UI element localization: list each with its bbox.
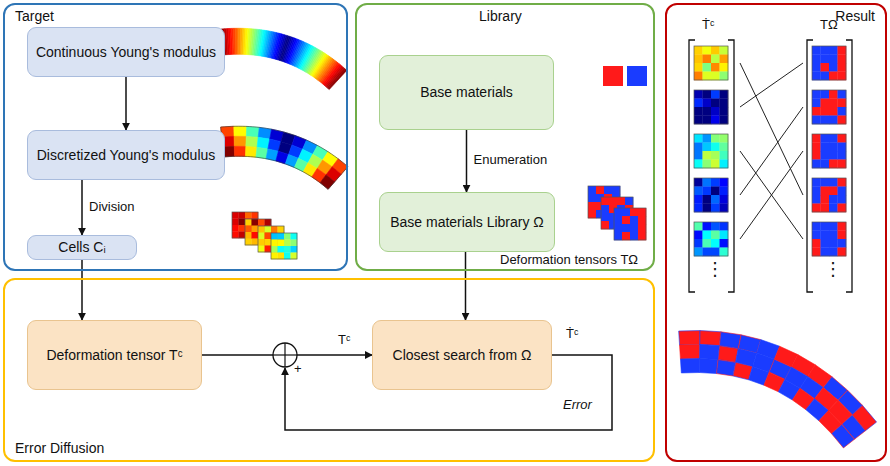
- box-label: Continuous Young's modulus: [30, 44, 222, 61]
- library-grid: [812, 222, 846, 256]
- cell-grid: [271, 233, 297, 259]
- panel-title: Library: [479, 8, 522, 24]
- panel-title: Error Diffusion: [15, 440, 104, 456]
- base-material-swatch: [603, 66, 623, 86]
- library-grid: [812, 178, 846, 212]
- base-material-swatch: [627, 66, 647, 86]
- annotation-label: Ṫᶜ: [702, 18, 715, 33]
- box-label: Cells Cᵢ: [52, 239, 111, 256]
- process-box: Cells Cᵢ: [27, 235, 137, 260]
- flow-arrow: [466, 130, 468, 192]
- flow-arrow: [202, 354, 372, 356]
- flow-arrow: [81, 180, 83, 235]
- annotation-label: Deformation tensors TΩ: [500, 253, 638, 268]
- group-panel: LibraryBase materialsBase materials Libr…: [355, 3, 655, 271]
- matching-lines: [740, 63, 803, 239]
- ellipsis-mark: ⋮: [824, 259, 842, 280]
- library-grid: [614, 208, 646, 240]
- flow-arrow: [465, 252, 467, 320]
- panel-title: Result: [835, 8, 875, 24]
- box-label: Deformation tensor Tᶜ: [40, 347, 188, 364]
- process-box: Continuous Young's modulus: [27, 27, 225, 77]
- box-label: Base materials Library Ω: [384, 214, 550, 231]
- matrix-bracket: [689, 40, 852, 292]
- library-grid: [812, 46, 846, 80]
- process-box: Discretized Young's modulus: [27, 130, 225, 180]
- flow-arrow: [81, 260, 83, 320]
- process-box: Deformation tensor Tᶜ: [27, 320, 202, 390]
- library-grid: [812, 134, 846, 168]
- process-box: Closest search from Ω: [372, 320, 552, 390]
- tensor-grid: [694, 46, 728, 80]
- annotation-label: TΩ: [820, 18, 838, 33]
- annotation-label: Error: [563, 398, 592, 413]
- annotation-label: +: [294, 362, 302, 377]
- continuous-modulus-beam: [221, 28, 347, 89]
- discretized-modulus-beam: [221, 126, 348, 189]
- ellipsis-mark: ⋮: [706, 259, 724, 280]
- group-panel: Error Diffusion Deformation tensor Tᶜ Clos…: [3, 278, 655, 462]
- edge-label: Enumeration: [474, 153, 548, 168]
- group-panel: TargetContinuous Young's modulusDiscreti…: [3, 3, 348, 271]
- library-grid: [812, 90, 846, 124]
- tensor-grid: [694, 90, 728, 124]
- result-beam: [679, 331, 877, 448]
- tensor-grid: [694, 134, 728, 168]
- process-box: Base materials Library Ω: [379, 192, 555, 252]
- edge-label: Tᶜ: [338, 333, 351, 348]
- annotation-label: Ṫᶜ: [566, 327, 579, 342]
- tensor-grid: [694, 178, 728, 212]
- box-label: Base materials: [414, 84, 519, 101]
- panel-title: Target: [15, 8, 54, 24]
- group-panel: Result: [665, 3, 887, 462]
- tensor-grid: [694, 222, 728, 256]
- box-label: Closest search from Ω: [387, 347, 538, 364]
- box-label: Discretized Young's modulus: [31, 147, 222, 164]
- process-box: Base materials: [379, 55, 554, 130]
- sum-junction: [273, 343, 297, 367]
- flow-arrow: [125, 77, 127, 130]
- edge-label: Division: [89, 200, 135, 215]
